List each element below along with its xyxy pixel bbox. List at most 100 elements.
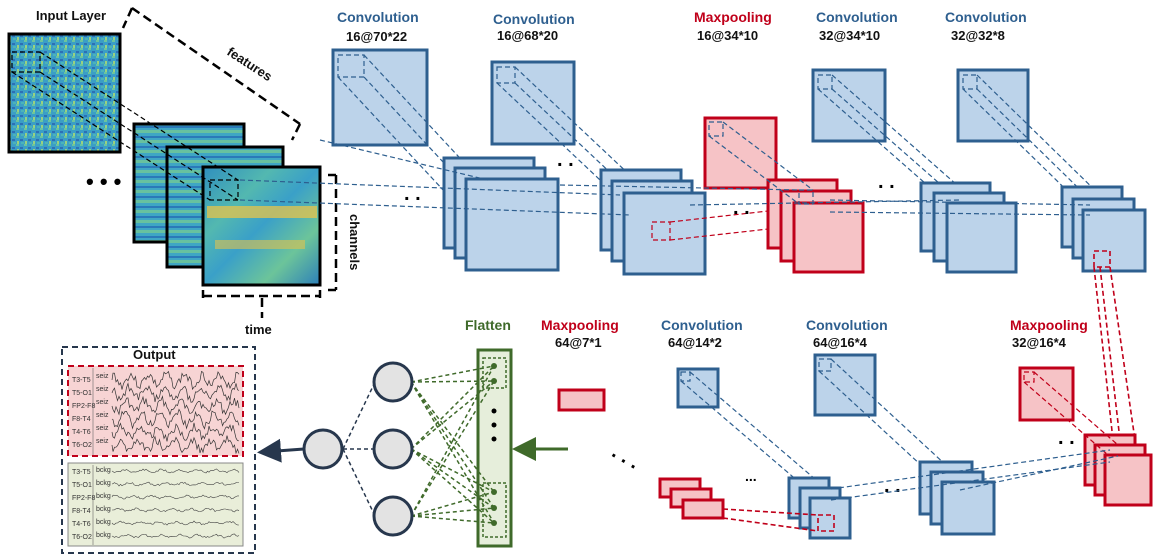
conv4-stack [1060,185,1147,273]
dense-connections [410,365,495,524]
eeg-trace [111,481,239,487]
top-layer-2-dims: 16@68*20 [497,28,558,43]
eeg-trace [111,370,240,391]
bottom-layer-1-type: Maxpooling [1010,317,1088,333]
svg-text:. .: . . [733,197,750,219]
time-axis-label: time [245,322,272,337]
eeg-trace [111,395,240,416]
bottom-layer-3-dims: 64@14*2 [668,335,722,350]
conv5-stack [918,460,996,536]
seiz-tags: seiz seiz seiz seiz seiz seiz [96,373,109,445]
bottom-row: . . . . ... [257,348,1153,548]
bckg-eeg-traces [111,468,240,539]
svg-text:...: ... [745,468,757,484]
bckg-tag-4: bckg [96,506,111,513]
seiz-tag-1: seiz [96,373,109,380]
seiz-ch-5: T4-T6 [72,429,91,436]
flatten-label: Flatten [465,317,511,333]
seiz-tag-5: seiz [96,425,109,432]
bottom-layer-2-dims: 64@16*4 [813,335,868,350]
top-layer-3-dims: 16@34*10 [697,28,758,43]
top-to-bottom-link [1093,250,1136,441]
bckg-ch-2: T5-O1 [72,482,92,489]
output-title: Output [133,347,176,362]
bckg-ch-4: F8-T4 [72,508,91,515]
top-layer-labels: Convolution 16@70*22 Convolution 16@68*2… [337,9,1027,44]
seiz-ch-4: F8-T4 [72,416,91,423]
features-axis-label: features [224,44,275,84]
eeg-trace [111,408,240,430]
eeg-trace [111,468,240,474]
top-layer-4-dims: 32@34*10 [819,28,880,43]
eeg-trace [111,533,240,539]
seiz-ch-2: T5-O1 [72,390,92,397]
conv2-stack [599,168,707,276]
input-feature-map-1 [7,32,122,154]
conv6-stack [787,476,852,540]
seiz-ch-3: FP2-F8 [72,403,95,410]
channels-axis-label: channels [347,214,362,270]
maxpool3-stack [658,477,725,520]
eeg-trace [111,494,239,500]
output-panel: Output T3-T5 T5-O1 FP2-F8 F8-T4 T4-T6 T6… [61,346,256,554]
bckg-tag-6: bckg [96,532,111,539]
input-ellipsis: • • • [86,169,121,194]
top-layer-5-type: Convolution [945,9,1027,25]
svg-text:. .: . . [884,475,901,497]
svg-text:. .: . . [878,171,895,193]
conv3-kernel [811,68,887,143]
eeg-trace [111,422,240,442]
input-layer-title: Input Layer [36,8,106,23]
maxpool2-kernel [1018,366,1075,422]
bckg-ch-6: T6-O2 [72,534,92,541]
conv6-kernel [676,367,720,409]
bottom-row-connections [830,449,1119,501]
top-layer-3-type: Maxpooling [694,9,772,25]
conv1-kernel [331,48,429,147]
seiz-tag-4: seiz [96,412,109,419]
conv2-kernel [490,60,576,146]
output-neuron [302,428,344,470]
bckg-tag-5: bckg [96,519,111,526]
bottom-layer-1-dims: 32@16*4 [1012,335,1067,350]
bottom-layer-3-type: Convolution [661,317,743,333]
seiz-tag-2: seiz [96,386,109,393]
conv1-stack [442,156,560,272]
svg-text:. .: . . [557,149,574,171]
bottom-layer-4-dims: 64@7*1 [555,335,602,350]
maxpool1-kernel [703,116,778,190]
input-layer: Input Layer • • • features channels [7,6,362,337]
top-row: . . . . [239,48,1147,441]
bckg-ch-5: T4-T6 [72,521,91,528]
dense-neurons [302,361,414,537]
bckg-tag-3: bckg [96,493,111,500]
eeg-trace [111,382,240,403]
top-layer-2-type: Convolution [493,11,575,27]
top-layer-1-dims: 16@70*22 [346,29,407,44]
top-row-connections [239,139,1091,216]
top-layer-1-type: Convolution [337,9,419,25]
bckg-tag-2: bckg [96,480,111,487]
bckg-eeg-panel [67,462,244,547]
conv5-kernel [813,353,877,417]
seiz-eeg-traces [111,370,240,455]
output-arrow [257,438,305,463]
flatten-layer [476,348,513,548]
svg-text:. . .: . . . [608,441,643,474]
conv3-stack [919,181,1018,274]
maxpool3-kernel [557,388,606,412]
bckg-tag-1: bckg [96,467,111,474]
bckg-tags: bckg bckg bckg bckg bckg bckg [96,467,111,539]
bckg-channel-labels: T3-T5 T5-O1 FP2-F8 F8-T4 T4-T6 T6-O2 [72,469,95,541]
seiz-ch-1: T3-T5 [72,377,91,384]
conv4-kernel [956,68,1030,143]
bottom-layer-labels: Maxpooling 32@16*4 Convolution 64@16*4 C… [465,317,1088,350]
eeg-trace [111,435,240,455]
bckg-ch-1: T3-T5 [72,469,91,476]
maxpool1-stack [766,178,865,274]
svg-text:. .: . . [1058,427,1075,449]
seiz-tag-6: seiz [96,438,109,445]
seiz-ch-6: T6-O2 [72,442,92,449]
input-feature-map-4 [201,165,322,287]
maxpool2-stack [1083,433,1153,507]
